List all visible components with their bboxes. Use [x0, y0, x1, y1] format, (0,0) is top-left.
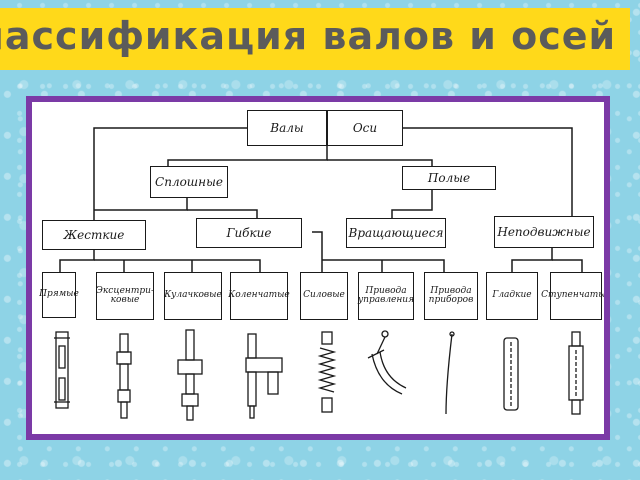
box-fixed-label: Неподвижные	[497, 224, 591, 239]
box-fixed: Неподвижные	[494, 216, 594, 248]
box-flexible-label: Гибкие	[226, 225, 272, 240]
column-instrument-drive: Привода приборов	[424, 272, 478, 320]
box-solid: Сплошные	[150, 166, 228, 198]
column-straight: Прямые	[39, 272, 79, 318]
classification-diagram: Валы Оси Сплошные Полые Жесткие Гибкие В…	[32, 102, 604, 434]
column-power: Силовые	[300, 272, 348, 320]
diagram-frame: Валы Оси Сплошные Полые Жесткие Гибкие В…	[26, 96, 610, 440]
column-power-label: Силовые	[303, 290, 345, 301]
column-eccentric-label: Эксцентри-ковые	[96, 285, 154, 305]
column-stepped: Ступенчатые	[541, 272, 604, 320]
column-crank-label: Коленчатые	[228, 290, 290, 301]
box-rigid: Жесткие	[42, 220, 146, 250]
column-instrument-drive-label: Привода приборов	[428, 285, 474, 305]
box-rotating-label: Вращающиеся	[348, 225, 444, 240]
column-control-drive: Привода управления	[358, 272, 414, 320]
column-cam-label: Кулачковые	[164, 290, 222, 301]
box-rigid-label: Жесткие	[63, 227, 125, 242]
column-control-drive-label: Привода управления	[357, 285, 415, 305]
box-axles-label: Оси	[352, 120, 378, 135]
column-smooth: Гладкие	[486, 272, 538, 320]
column-straight-label: Прямые	[39, 289, 79, 300]
column-cam: Кулачковые	[164, 272, 222, 320]
box-flexible: Гибкие	[196, 218, 302, 248]
column-eccentric: Эксцентри-ковые	[96, 272, 154, 320]
page-title: Классификация валов и осей	[0, 14, 617, 58]
connector-lines	[54, 127, 584, 421]
box-solid-label: Сплошные	[155, 174, 223, 189]
box-rotating: Вращающиеся	[346, 218, 446, 248]
box-shafts-label: Валы	[270, 120, 304, 135]
title-banner: Классификация валов и осей	[0, 8, 630, 70]
box-shafts: Валы	[247, 110, 327, 146]
box-hollow-label: Полые	[427, 170, 471, 185]
box-axles: Оси	[327, 110, 403, 146]
column-stepped-label: Ступенчатые	[541, 290, 604, 301]
column-crank: Коленчатые	[228, 272, 290, 320]
box-hollow: Полые	[402, 166, 496, 190]
column-smooth-label: Гладкие	[492, 290, 532, 301]
